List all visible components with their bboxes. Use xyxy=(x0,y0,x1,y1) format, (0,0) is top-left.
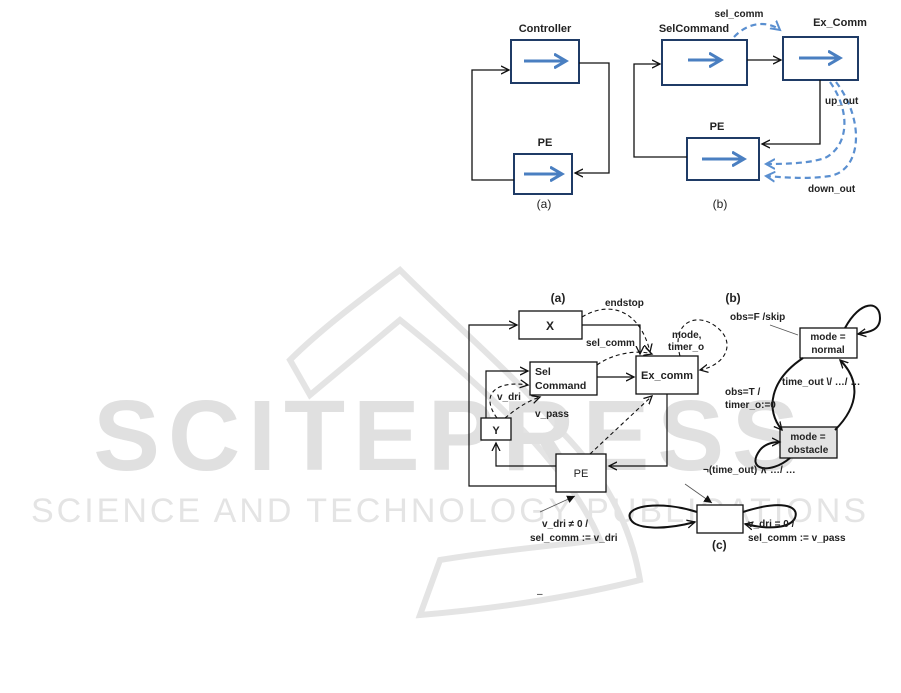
ex-comm-label-top: Ex_Comm xyxy=(813,17,867,29)
mode-label: mode, xyxy=(672,330,702,341)
selcommand-box xyxy=(661,39,748,86)
ex-comm-label: Ex_comm xyxy=(641,370,693,382)
v-dri-dashed xyxy=(489,384,528,419)
bottom-figure-c: v_dri ≠ 0 / sel_comm := v_dri v_dri = 0 … xyxy=(530,483,846,552)
pe-label-bottom: PE xyxy=(574,468,589,480)
pe-label-top-b: PE xyxy=(710,121,725,133)
pe-box-bottom xyxy=(555,453,607,493)
bottom-figure-b: (b) mode = normal mode = obstacle obs=F … xyxy=(703,291,882,476)
x-label: X xyxy=(546,319,554,333)
endstop-dashed xyxy=(581,308,650,352)
controller-label: Controller xyxy=(519,23,572,35)
timer-reset-label: timer_o:=0 xyxy=(725,400,776,411)
c-left-loop xyxy=(628,504,698,529)
stray-mark: – xyxy=(537,589,543,600)
caption-bottom-c: (c) xyxy=(712,538,727,552)
x-box xyxy=(518,310,583,340)
pe-to-y xyxy=(496,443,556,467)
time-out-label: time_out \/ …/ … xyxy=(782,377,860,388)
mode-obstacle-box xyxy=(779,426,838,459)
sel-comm-label-top: sel_comm xyxy=(715,9,764,20)
mode-normal-box xyxy=(799,327,858,359)
obs-f-skip-label: obs=F /skip xyxy=(730,312,785,323)
caption-bottom-b: (b) xyxy=(725,291,740,305)
mode-obstacle-label-2: obstacle xyxy=(788,445,829,456)
mode-normal-label-1: mode = xyxy=(810,332,845,343)
sel-comm-label-bottom: sel_comm xyxy=(586,338,635,349)
mode-normal-label-2: normal xyxy=(811,345,845,356)
c-left-label-1: v_dri ≠ 0 / xyxy=(542,519,588,530)
c-left-pointer xyxy=(539,495,576,513)
pe-label-top-a: PE xyxy=(538,137,553,149)
mode-obstacle-label-1: mode = xyxy=(790,432,825,443)
loop-left-top-b xyxy=(633,64,687,158)
ex-comm-box xyxy=(635,355,699,395)
c-right-loop xyxy=(742,504,797,527)
watermark: SCITEPRESS SCIENCE AND TECHNOLOGY PUBLIC… xyxy=(31,266,866,619)
selcommand-label: SelCommand xyxy=(659,23,729,35)
v-pass-label: v_pass xyxy=(535,409,569,420)
excomm-to-pe-arrow xyxy=(762,80,821,144)
watermark-title: SCITEPRESS xyxy=(93,380,807,492)
loop-right-top-a xyxy=(575,62,610,173)
watermark-swoosh xyxy=(286,266,644,619)
y-to-selcmd xyxy=(485,371,528,418)
caption-top-b: (b) xyxy=(713,197,728,211)
obs-t-label: obs=T / xyxy=(725,387,761,398)
endstop-label: endstop xyxy=(605,298,644,309)
down-out-dashed xyxy=(766,81,857,178)
normal-init-pointer xyxy=(769,324,799,336)
up-out-label: up_out xyxy=(825,96,859,107)
loop-left-top-a xyxy=(471,70,514,181)
mode-self-dashed xyxy=(677,319,728,370)
caption-bottom-a: (a) xyxy=(551,291,566,305)
caption-top-a: (a) xyxy=(537,197,552,211)
up-out-dashed xyxy=(766,81,846,164)
x-to-excomm xyxy=(582,324,640,354)
c-right-label-2: sel_comm := v_pass xyxy=(748,533,846,544)
c-left-label-2: sel_comm := v_dri xyxy=(530,533,618,544)
bottom-figure-a: (a) X Sel Command Ex_comm Y PE endstop s… xyxy=(468,291,728,493)
sel-command-box xyxy=(529,361,598,396)
c-right-label-1: v_dri = 0 / xyxy=(748,519,795,530)
sel-command-label-1: Sel xyxy=(535,366,551,378)
v-pass-dashed xyxy=(504,397,540,419)
obstacle-to-normal xyxy=(834,360,856,431)
c-state-box xyxy=(696,504,744,534)
pe-to-excomm-dashed xyxy=(589,396,652,455)
timer-o-label: timer_o xyxy=(668,342,704,353)
sel-command-label-2: Command xyxy=(535,380,586,392)
down-out-label: down_out xyxy=(808,184,856,195)
normal-self-loop xyxy=(844,304,882,334)
top-figure-b: SelCommand Ex_Comm PE sel_comm up_out do… xyxy=(633,9,867,211)
excomm-to-pe xyxy=(609,394,668,466)
y-label: Y xyxy=(492,425,500,437)
c-init-pointer xyxy=(684,483,713,504)
top-figure-a: Controller PE (a) xyxy=(471,23,610,211)
not-time-out-label: ¬(time_out) ∧ …/ … xyxy=(703,465,796,476)
v-dri-label: v_dri xyxy=(497,392,521,403)
obstacle-self-loop xyxy=(754,442,791,470)
sel-comm-dashed-arrow xyxy=(733,24,780,38)
pe-to-x-loop xyxy=(468,325,556,487)
y-box xyxy=(480,417,512,441)
normal-to-obstacle xyxy=(771,357,804,430)
